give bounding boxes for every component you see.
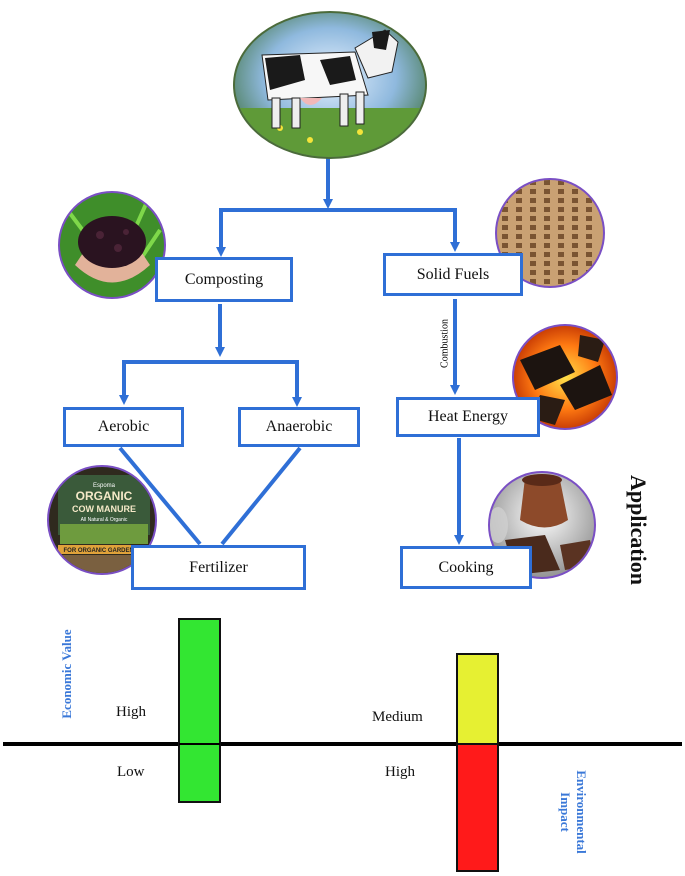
- fertilizer-econ-high-label: High: [116, 704, 146, 721]
- heat-energy-node: Heat Energy: [396, 397, 540, 437]
- compost-image: [55, 190, 170, 300]
- fertilizer-node: Fertilizer: [131, 545, 306, 590]
- bag-subtitle: All Natural & Organic: [81, 517, 128, 523]
- fertilizer-economic-bar: [179, 619, 220, 802]
- anaerobic-arrow: [220, 362, 297, 402]
- application-label: Application: [623, 465, 651, 595]
- cooking-node: Cooking: [400, 546, 532, 589]
- composting-node: Composting: [155, 257, 293, 302]
- split-left-arrow: [221, 210, 328, 252]
- flow-arrows: [120, 158, 459, 544]
- bag-title2: COW MANURE: [72, 504, 136, 514]
- cooking-economic-bar: [457, 654, 498, 744]
- solid-fuels-node: Solid Fuels: [383, 253, 523, 296]
- anaerobic-to-fertilizer-line: [222, 448, 300, 544]
- combustion-label: Combustion: [440, 309, 451, 379]
- fertilizer-econ-low-label: Low: [117, 764, 145, 781]
- cooking-high-label: High: [385, 764, 415, 781]
- split-right-arrow: [328, 210, 455, 247]
- aerobic-node: Aerobic: [63, 407, 184, 447]
- cooking-environmental-bar: [457, 744, 498, 871]
- environmental-impact-label: Environmental Impact: [553, 752, 589, 872]
- economic-value-label: Economic Value: [59, 619, 75, 729]
- cooking-medium-label: Medium: [372, 709, 423, 726]
- cow-image: [230, 10, 430, 160]
- aerobic-arrow: [124, 362, 220, 400]
- bag-title1: ORGANIC: [76, 489, 133, 503]
- anaerobic-node: Anaerobic: [238, 407, 360, 447]
